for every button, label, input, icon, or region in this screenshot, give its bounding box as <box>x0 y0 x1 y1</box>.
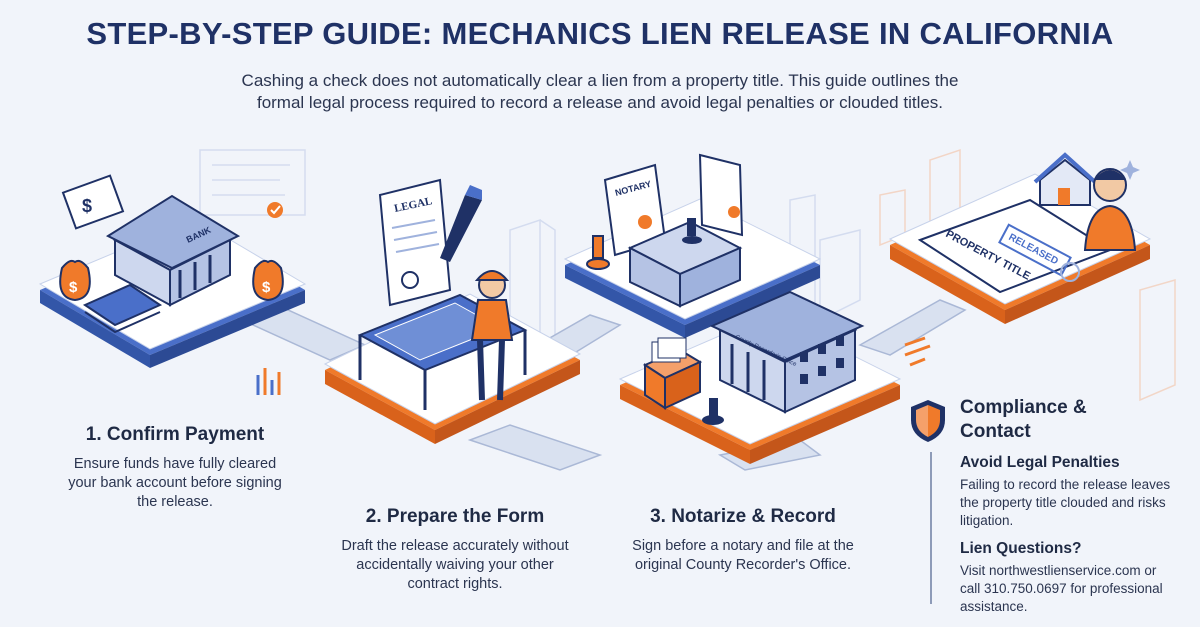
property-title-icon: PROPERTY TITLE RELEASED <box>917 198 1113 294</box>
legal-document-icon: LEGAL <box>378 178 452 307</box>
panel-title: Compliance & Contact <box>960 397 1087 442</box>
step-confirm-payment: 1. Confirm Payment Ensure funds have ful… <box>60 424 290 512</box>
bank-icon: BANK <box>105 194 241 307</box>
panel-item-text: Visit northwestlienservice.com or call 3… <box>960 563 1163 614</box>
panel-divider <box>930 452 932 604</box>
contractor-icon <box>470 270 514 401</box>
step-notarize-record: 3. Notarize & Record Sign before a notar… <box>628 506 858 575</box>
cash-stack-icon <box>82 283 163 334</box>
step-title: 3. Notarize & Record <box>650 506 836 527</box>
panel-item-text: Failing to record the release leaves the… <box>960 477 1171 528</box>
checkmark-badge-icon <box>267 202 283 218</box>
step-title: 1. Confirm Payment <box>85 424 265 445</box>
page-subtitle: Cashing a check does not automatically c… <box>241 71 959 112</box>
svg-text:$: $ <box>262 279 271 296</box>
chart-decoration <box>256 368 281 395</box>
step-text: Ensure funds have fully cleared your ban… <box>68 456 282 510</box>
page-title: STEP-BY-STEP GUIDE: MECHANICS LIEN RELEA… <box>86 16 1114 51</box>
step-text: Draft the release accurately without acc… <box>341 538 569 592</box>
house-icon <box>1033 152 1097 206</box>
panel-item-penalties: Avoid Legal Penalties Failing to record … <box>960 454 1175 530</box>
sparkle-icon <box>1120 160 1140 180</box>
stamp-icon <box>702 398 724 425</box>
svg-text:$: $ <box>82 196 92 216</box>
step-title: 2. Prepare the Form <box>365 506 545 527</box>
svg-text:$: $ <box>69 279 78 296</box>
file-box-icon <box>642 337 703 410</box>
pen-icon <box>440 185 482 262</box>
document-icon <box>698 153 744 237</box>
panel-item-heading: Lien Questions? <box>960 540 1082 557</box>
panel-item-heading: Avoid Legal Penalties <box>960 454 1120 471</box>
stamp-icon <box>586 235 610 270</box>
money-bag-icon: $ <box>252 259 284 302</box>
money-bag-icon: $ <box>59 259 91 302</box>
panel-item-questions: Lien Questions? Visit northwestlienservi… <box>960 540 1175 616</box>
person-icon <box>1083 168 1137 251</box>
step-prepare-form: 2. Prepare the Form Draft the release ac… <box>340 506 570 594</box>
recorder-office-icon: County Recorder's Office <box>709 290 865 414</box>
notary-desk <box>627 220 743 308</box>
step-text: Sign before a notary and file at the ori… <box>632 538 854 573</box>
stamp-icon <box>682 218 702 244</box>
shield-icon <box>911 400 945 442</box>
check-icon: $ <box>61 174 125 230</box>
dash-decoration <box>904 336 931 367</box>
